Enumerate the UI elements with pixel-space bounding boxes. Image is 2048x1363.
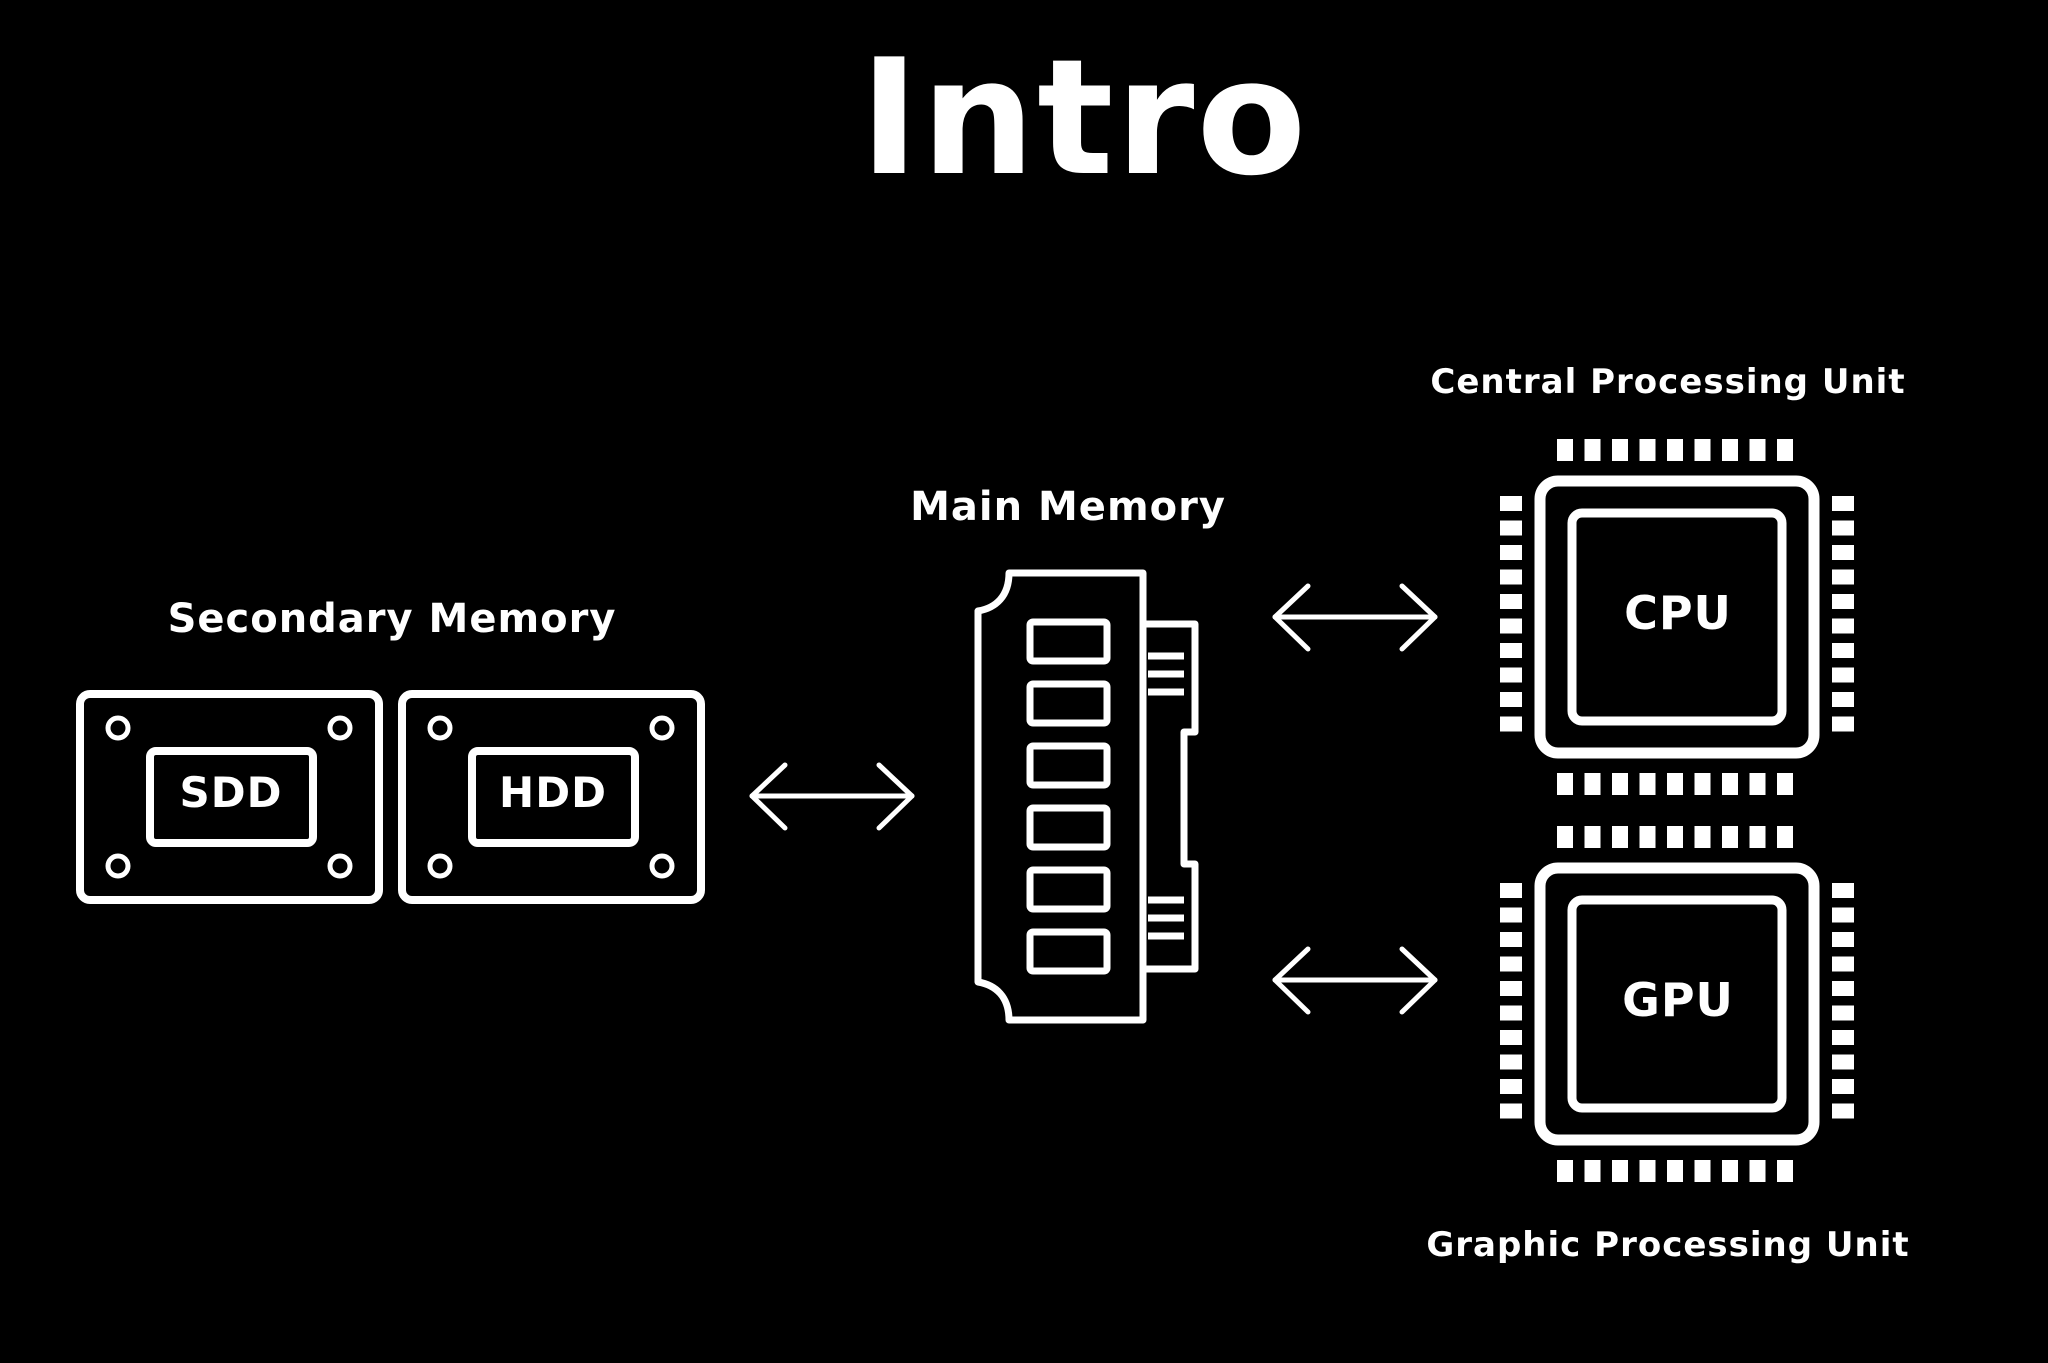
chip-pin [1500, 520, 1522, 536]
chip-pin [1667, 826, 1683, 848]
chip-pin [1557, 826, 1573, 848]
chip-pin [1832, 496, 1854, 511]
hdd-drive-icon [398, 690, 705, 904]
chip-pin [1832, 1103, 1854, 1119]
gpu-full-name-label: Graphic Processing Unit [1426, 1225, 1910, 1265]
chip-pin [1749, 826, 1766, 848]
chip-pin [1749, 1160, 1766, 1182]
chip-pin [1667, 1160, 1683, 1182]
chip-pin [1584, 826, 1601, 848]
chip-pin [1832, 956, 1854, 972]
cpu-chip-icon [1500, 439, 1854, 795]
double-arrow-icon [1272, 946, 1438, 1015]
chip-pin [1832, 981, 1854, 996]
chip-pin [1500, 545, 1522, 560]
page-title: Intro [859, 24, 1309, 211]
chip-pin [1832, 667, 1854, 683]
gpu-chip-icon [1500, 826, 1854, 1182]
chip-pins [1500, 826, 1854, 1182]
chip-pin [1612, 773, 1628, 795]
chip-pin [1832, 716, 1854, 732]
chip-pin [1500, 618, 1522, 634]
chip-pin [1500, 496, 1522, 511]
chip-pin [1612, 826, 1628, 848]
chip-pin [1722, 773, 1738, 795]
chip-pin [1557, 1160, 1573, 1182]
chip-pin [1749, 439, 1766, 461]
double-arrow-icon [749, 762, 915, 831]
chip-pin [1777, 1160, 1793, 1182]
chip-pin [1612, 439, 1628, 461]
chip-pin [1500, 956, 1522, 972]
chip-pin [1832, 520, 1854, 536]
main-memory-label: Main Memory [910, 484, 1226, 530]
chip-pin [1777, 773, 1793, 795]
chip-pin [1557, 773, 1573, 795]
chip-pin [1832, 907, 1854, 923]
chip-pin [1639, 1160, 1656, 1182]
chip-pin [1500, 907, 1522, 923]
chip-pin [1500, 643, 1522, 658]
ssd-drive-icon [76, 690, 383, 904]
chip-pin [1584, 439, 1601, 461]
chip-pin [1500, 716, 1522, 732]
chip-pin [1584, 773, 1601, 795]
chip-pin [1832, 643, 1854, 658]
chip-pin [1500, 1079, 1522, 1094]
chip-pin [1639, 439, 1656, 461]
chip-pin [1639, 773, 1656, 795]
cpu-full-name-label: Central Processing Unit [1430, 362, 1906, 402]
chip-pin [1832, 692, 1854, 707]
chip-pin [1749, 773, 1766, 795]
chip-pin [1832, 545, 1854, 560]
double-arrow-icon [1272, 583, 1438, 652]
ram-module-icon [974, 569, 1199, 1024]
chip-pin [1832, 594, 1854, 609]
chip-pin [1832, 569, 1854, 585]
chip-pin [1694, 1160, 1711, 1182]
cpu-chip-label: CPU [1624, 586, 1732, 640]
chip-pin [1694, 826, 1711, 848]
chip-pin [1557, 439, 1573, 461]
chip-pin [1832, 1030, 1854, 1045]
chip-pin [1722, 1160, 1738, 1182]
secondary-memory-label: Secondary Memory [167, 596, 617, 642]
chip-pin [1500, 1005, 1522, 1021]
chip-pin [1722, 826, 1738, 848]
chip-pin [1832, 1005, 1854, 1021]
chip-pin [1832, 932, 1854, 947]
chip-pin [1612, 1160, 1628, 1182]
chip-pin [1722, 439, 1738, 461]
chip-pin [1777, 826, 1793, 848]
chip-pin [1832, 618, 1854, 634]
chip-pin [1584, 1160, 1601, 1182]
hdd-drive-label: HDD [499, 768, 607, 817]
chip-pin [1832, 1079, 1854, 1094]
chip-pin [1777, 439, 1793, 461]
chip-pin [1500, 1030, 1522, 1045]
chip-pin [1667, 773, 1683, 795]
chip-pin [1500, 1054, 1522, 1070]
chip-pin [1500, 883, 1522, 898]
chip-pin [1667, 439, 1683, 461]
chip-pin [1500, 569, 1522, 585]
chip-pin [1694, 439, 1711, 461]
chip-pin [1832, 1054, 1854, 1070]
chip-pin [1500, 667, 1522, 683]
chip-pin [1694, 773, 1711, 795]
chip-pin [1500, 692, 1522, 707]
chip-pins [1500, 439, 1854, 795]
chip-pin [1500, 1103, 1522, 1119]
chip-pin [1500, 981, 1522, 996]
ssd-drive-label: SDD [179, 768, 283, 817]
chip-pin [1639, 826, 1656, 848]
chip-pin [1500, 932, 1522, 947]
chip-pin [1500, 594, 1522, 609]
gpu-chip-label: GPU [1622, 973, 1734, 1027]
chip-pin [1832, 883, 1854, 898]
